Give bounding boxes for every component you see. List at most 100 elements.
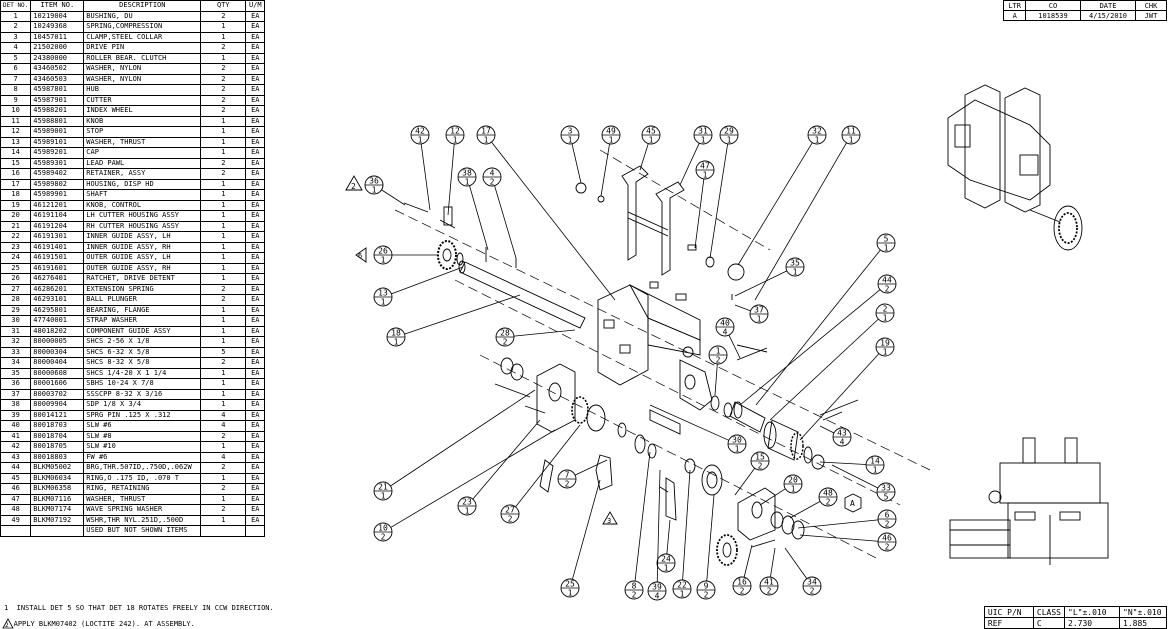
callout-qty: 1 — [883, 314, 888, 323]
callout-qty: 1 — [727, 136, 732, 145]
bom-cell-um — [245, 525, 266, 537]
leader-line — [571, 143, 582, 184]
callout-number: 47 — [700, 162, 710, 171]
callout-number: 7 — [565, 471, 570, 480]
leader-line — [714, 363, 718, 396]
callout-number: 45 — [646, 127, 656, 136]
callout-number: 31 — [698, 127, 708, 136]
callout-12: 121 — [445, 125, 465, 216]
callout-qty: 4 — [723, 328, 728, 337]
bom-cell-um: EA — [245, 147, 266, 159]
bom-cell-um: EA — [245, 231, 266, 243]
leader-line — [831, 464, 879, 489]
callout-qty: 2 — [508, 515, 513, 524]
bom-cell-um: EA — [245, 157, 266, 169]
leader-line — [491, 141, 616, 301]
callout-number: 12 — [450, 127, 460, 136]
callout-34: 342 — [784, 547, 822, 596]
callout-number: 39 — [652, 583, 662, 592]
callout-number: 34 — [807, 578, 817, 587]
callout-number: 48 — [823, 489, 833, 498]
flag-3-text: 3 — [607, 517, 611, 525]
bom-cell-det — [0, 525, 32, 537]
callout-qty: 5 — [884, 493, 889, 502]
callout-21: 211 — [373, 389, 536, 501]
callout-number: 33 — [881, 484, 891, 493]
leader-line — [739, 289, 881, 406]
note-2-flag-triangle — [2, 618, 14, 629]
callout-16: 162 — [732, 544, 753, 596]
callout-42: 421 — [410, 125, 431, 211]
rh-cutter-housing — [494, 357, 627, 493]
callout-number: 37 — [754, 306, 764, 315]
leader-line — [381, 189, 406, 206]
callout-17: 171 — [476, 125, 616, 301]
leader-line — [770, 547, 776, 578]
callout-number: 3 — [568, 127, 573, 136]
flag-3 — [602, 511, 618, 525]
callout-19: 191 — [799, 337, 895, 441]
callout-47: 471 — [694, 160, 715, 249]
note-flags: 2 6 3 A — [345, 175, 862, 525]
shaft — [458, 260, 586, 329]
leader-line — [734, 304, 751, 312]
callout-22: 221 — [672, 469, 692, 599]
bom-cell-det: 14 — [0, 147, 32, 159]
callout-qty: 1 — [568, 136, 573, 145]
callout-11: 111 — [754, 125, 861, 301]
class-n: 1.885 — [1119, 617, 1167, 629]
class-table: UIC P/N CLASS "L"±.010 "N"±.010 REF C 2.… — [983, 606, 1167, 629]
callout-qty: 2 — [716, 356, 721, 365]
callout-qty: 2 — [767, 587, 772, 596]
leader-line — [390, 389, 536, 487]
bom-cell-um: EA — [245, 199, 266, 211]
callout-number: 4 — [490, 169, 495, 178]
callout-qty: 1 — [791, 485, 796, 494]
callout-number: 27 — [505, 506, 515, 515]
callout-qty: 1 — [883, 348, 888, 357]
callout-qty: 1 — [394, 338, 399, 347]
leader-line — [404, 294, 521, 335]
callout-number: 40 — [720, 319, 730, 328]
leader-line — [679, 143, 700, 186]
leader-line — [759, 488, 786, 506]
callout-33: 335 — [831, 464, 896, 502]
leader-line — [666, 519, 671, 555]
callout-4: 42 — [482, 167, 517, 259]
view-a-hex — [844, 493, 862, 513]
callout-number: 35 — [790, 259, 800, 268]
callout-number: 24 — [661, 555, 671, 564]
leader-line — [784, 547, 808, 579]
bom-cell-um: EA — [245, 168, 266, 180]
note-1: 1 INSTALL DET 5 SO THAT DET 18 ROTATES F… — [4, 604, 274, 612]
note-1-number: 1 — [4, 604, 9, 612]
callout-bubbles: 4211211713149145131129132111136138142471… — [364, 125, 897, 601]
callout-number: 21 — [378, 483, 388, 492]
callout-qty: 2 — [826, 498, 831, 507]
bom-cell-um: EA — [245, 136, 266, 148]
bom-cell-um: EA — [245, 210, 266, 222]
callout-qty: 1 — [418, 136, 423, 145]
callout-41: 412 — [759, 547, 779, 596]
callout-27: 272 — [500, 424, 581, 524]
bom-cell-det: 18 — [0, 189, 32, 201]
callout-number: 1 — [716, 347, 721, 356]
center-lines — [394, 149, 931, 561]
bom-row: USED BUT NOT SHOWN ITEMS — [0, 525, 266, 537]
bom-header: DET NO. ITEM NO. DESCRIPTION QTY U/M — [0, 0, 266, 12]
callout-28: 282 — [495, 327, 576, 347]
callout-44: 442 — [739, 274, 897, 406]
callout-qty: 2 — [810, 587, 815, 596]
bom-cell-um: EA — [245, 220, 266, 232]
leader-line — [797, 519, 879, 529]
callout-qty: 1 — [815, 136, 820, 145]
callout-46: 462 — [799, 532, 897, 552]
